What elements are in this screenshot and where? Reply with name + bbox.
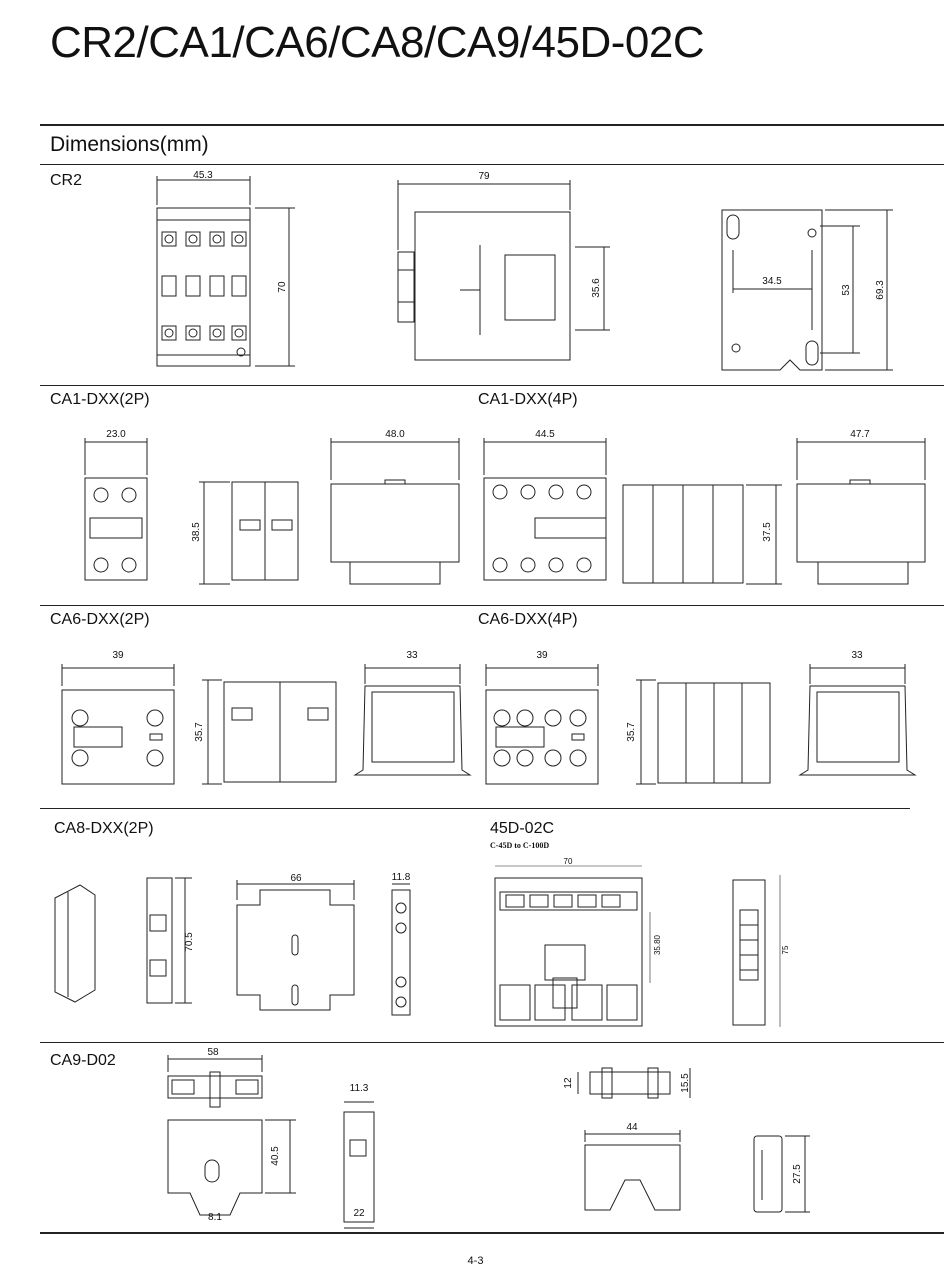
dim-ca1-2p-width: 23.0: [106, 429, 126, 440]
label-ca6-2p: CA6-DXX(2P): [50, 611, 150, 628]
ca6-4p-front-view: [485, 664, 599, 785]
dim-cr2-height: 70: [277, 281, 288, 293]
dim-ca6-4p-height: 35.7: [626, 722, 637, 742]
ca1-2p-side-view: [199, 481, 299, 585]
dim-ca6-4p-side-width: 33: [851, 650, 863, 661]
label-ca1-2p: CA1-DXX(2P): [50, 391, 150, 408]
dim-45d-height: 35.80: [653, 934, 662, 955]
ca6-2p-front-view: [61, 664, 175, 785]
label-cr2: CR2: [50, 172, 83, 189]
dim-cr2-side-width: 79: [478, 171, 490, 182]
dim-ca6-2p-side-width: 33: [406, 650, 418, 661]
cr2-front-view: [156, 176, 295, 367]
bottom-rule: [40, 1232, 944, 1234]
label-ca9: CA9-D02: [50, 1052, 116, 1069]
dim-45d-width: 70: [564, 857, 573, 866]
label-ca8-2p: CA8-DXX(2P): [54, 820, 154, 837]
ca1-4p-front-view: [483, 438, 607, 581]
rule-cr2: [40, 164, 944, 165]
dim-cr2-width: 45.3: [193, 170, 213, 181]
dim-ca9-width: 58: [207, 1047, 219, 1058]
ca8-side-view: [146, 877, 192, 1004]
dim-ca1-2p-side-width: 48.0: [385, 429, 405, 440]
dim-ca6-2p-width: 39: [112, 650, 124, 661]
ca6-4p-side-view: [636, 679, 771, 785]
dim-cr2-mount-width: 34.5: [762, 276, 782, 287]
dim-ca8-width: 66: [290, 873, 302, 884]
dim-ca1-4p-width: 44.5: [535, 429, 555, 440]
ca9-side-view: [343, 1101, 375, 1229]
rule-ca6: [40, 605, 944, 606]
dim-ca9-tab: 8.1: [208, 1212, 222, 1223]
dim-ca9-side-width: 11.3: [350, 1083, 369, 1094]
dim-ca9-clip-side-height: 27.5: [792, 1164, 803, 1184]
rule-ca1: [40, 385, 944, 386]
top-rule: [40, 124, 944, 126]
ca6-2p-side-view: [202, 679, 337, 785]
ca8-iso-view: [54, 884, 96, 1003]
rule-ca9: [40, 1042, 944, 1043]
ca9-clip-top-view: [577, 1067, 691, 1099]
cr2-mounting-view: [721, 209, 893, 371]
ca9-top-view: [167, 1055, 263, 1108]
label-45d-range: C-45D to C-100D: [490, 841, 550, 850]
label-ca6-4p: CA6-DXX(4P): [478, 611, 578, 628]
dim-ca9-clip-height-1: 12: [563, 1077, 574, 1089]
dim-ca9-clip-height-2: 15.5: [680, 1073, 691, 1093]
ca6-2p-top-view: [353, 664, 472, 776]
dim-ca9-clip-width: 44: [626, 1122, 638, 1133]
ca9-clip-front-view: [584, 1130, 681, 1211]
page-title: CR2/CA1/CA6/CA8/CA9/45D-02C: [50, 18, 705, 67]
ca1-2p-top-view: [330, 438, 460, 585]
dimension-labels: 45.3 70 79 35.6 34.5 53 69.3 23.0 38.5 4…: [106, 170, 886, 1223]
dim-ca6-4p-width: 39: [536, 650, 548, 661]
label-ca1-4p: CA1-DXX(4P): [478, 391, 578, 408]
dim-45d-side-height: 75: [781, 945, 790, 954]
dim-ca1-4p-height: 37.5: [762, 522, 773, 542]
dim-cr2-mount-height-1: 53: [841, 284, 852, 296]
dim-cr2-mount-height-2: 69.3: [875, 280, 886, 300]
dim-ca8-height: 70.5: [184, 932, 195, 952]
ca9-clip-side-view: [753, 1135, 810, 1213]
dim-ca9-side-bottom: 22: [353, 1208, 365, 1219]
page-number: 4-3: [467, 1255, 484, 1267]
dim-ca6-2p-height: 35.7: [194, 722, 205, 742]
ca8-mount-view: [236, 880, 355, 1011]
dim-cr2-side-height: 35.6: [591, 278, 602, 298]
section-subtitle: Dimensions(mm): [50, 133, 209, 156]
ca8-narrow-view: [391, 883, 411, 1016]
dim-ca9-height: 40.5: [270, 1146, 281, 1166]
ca1-4p-side-view: [622, 484, 782, 585]
dim-ca8-side-width: 11.8: [392, 872, 411, 883]
label-45d: 45D-02C: [490, 820, 555, 837]
d45-side-view: [732, 875, 781, 1027]
d45-front-view: [494, 865, 651, 1027]
ca1-4p-top-view: [796, 438, 926, 585]
ca6-4p-top-view: [798, 664, 917, 776]
ca9-front-view: [167, 1119, 296, 1216]
cr2-side-view: [397, 180, 610, 361]
rule-ca8: [40, 808, 910, 809]
ca1-2p-front-view: [84, 438, 148, 581]
dim-ca1-2p-height: 38.5: [191, 522, 202, 542]
dim-ca1-4p-side-width: 47.7: [850, 429, 870, 440]
